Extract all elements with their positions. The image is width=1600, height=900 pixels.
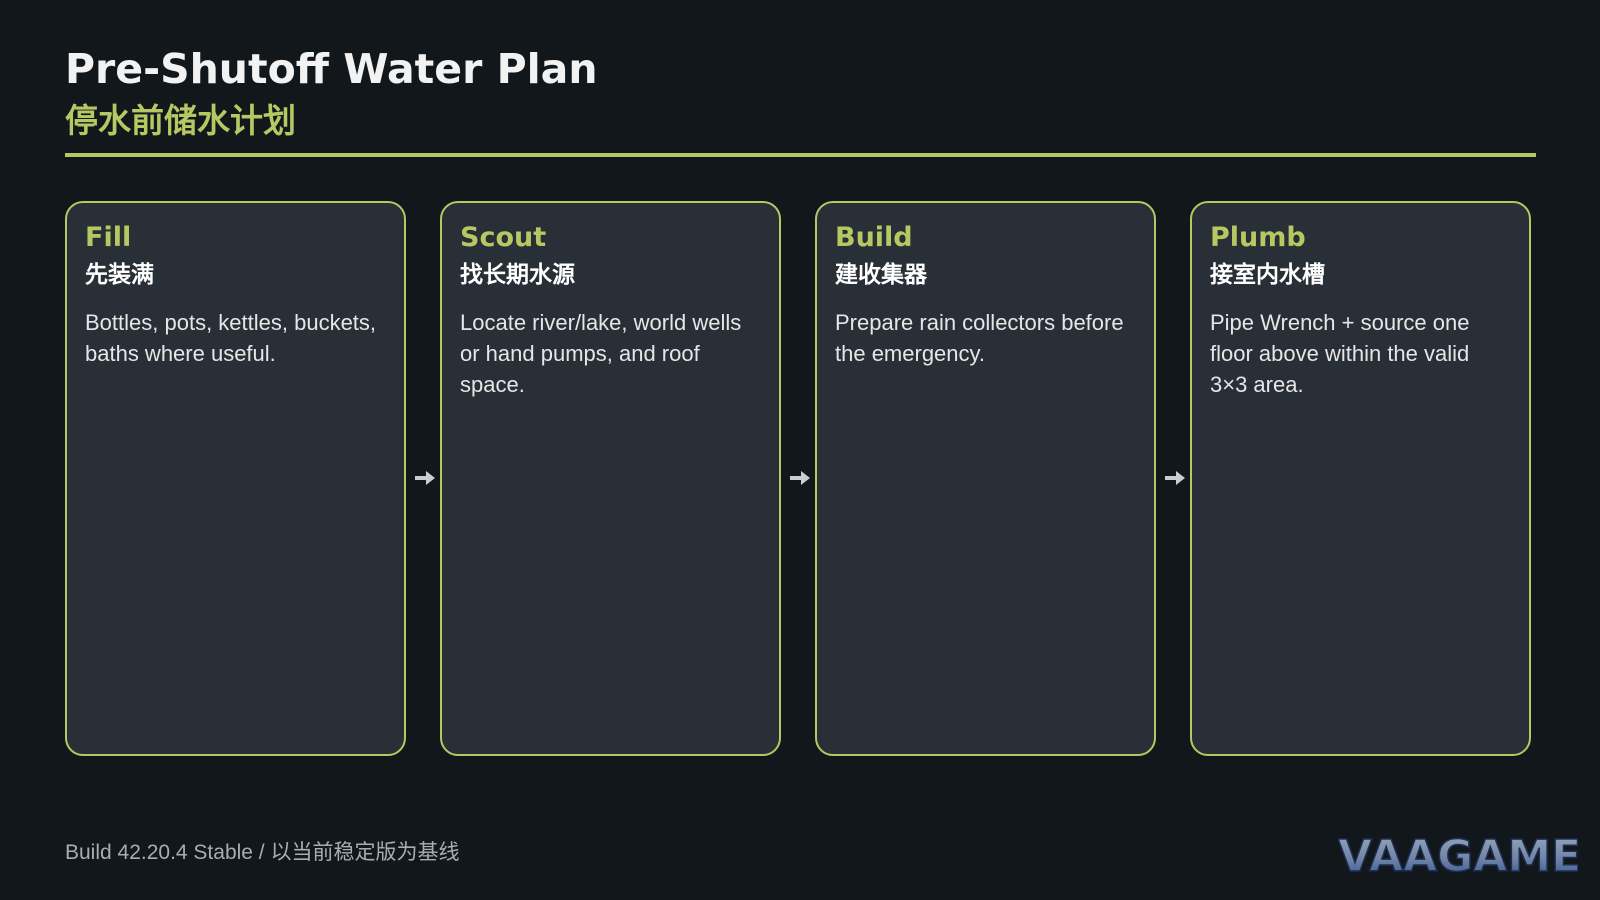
page-subtitle: 停水前储水计划 (65, 101, 296, 140)
logo-text: VAAGAME (1338, 831, 1578, 879)
step-title: Scout (460, 222, 547, 253)
page-header: Pre-Shutoff Water Plan 停水前储水计划 (65, 40, 1536, 144)
page-title: Pre-Shutoff Water Plan (65, 45, 598, 93)
step-card-fill: Fill 先装满 Bottles, pots, kettles, buckets… (65, 201, 406, 756)
header-divider (65, 153, 1536, 157)
arrow-right-icon (415, 471, 435, 485)
step-title: Build (835, 222, 913, 253)
step-subtitle: 接室内水槽 (1210, 262, 1325, 288)
step-subtitle: 建收集器 (835, 262, 927, 288)
step-description: Prepare rain collectors before the emerg… (835, 310, 1124, 366)
step-title: Fill (85, 222, 132, 253)
step-card-plumb: Plumb 接室内水槽 Pipe Wrench + source one flo… (1190, 201, 1531, 756)
step-subtitle: 找长期水源 (460, 262, 575, 288)
arrow-right-icon (1165, 471, 1185, 485)
arrow-right-icon (790, 471, 810, 485)
brand-logo: VAAGAME (1338, 830, 1578, 879)
step-card-build: Build 建收集器 Prepare rain collectors befor… (815, 201, 1156, 756)
step-title: Plumb (1210, 222, 1306, 253)
step-description: Locate river/lake, world wells or hand p… (460, 310, 742, 397)
step-subtitle: 先装满 (85, 262, 154, 288)
build-version: Build 42.20.4 Stable / 以当前稳定版为基线 (65, 841, 460, 864)
step-description: Bottles, pots, kettles, buckets, baths w… (85, 310, 377, 366)
steps-flow: Fill 先装满 Bottles, pots, kettles, buckets… (65, 201, 1536, 761)
step-card-scout: Scout 找长期水源 Locate river/lake, world wel… (440, 201, 781, 756)
step-description: Pipe Wrench + source one floor above wit… (1210, 310, 1470, 397)
